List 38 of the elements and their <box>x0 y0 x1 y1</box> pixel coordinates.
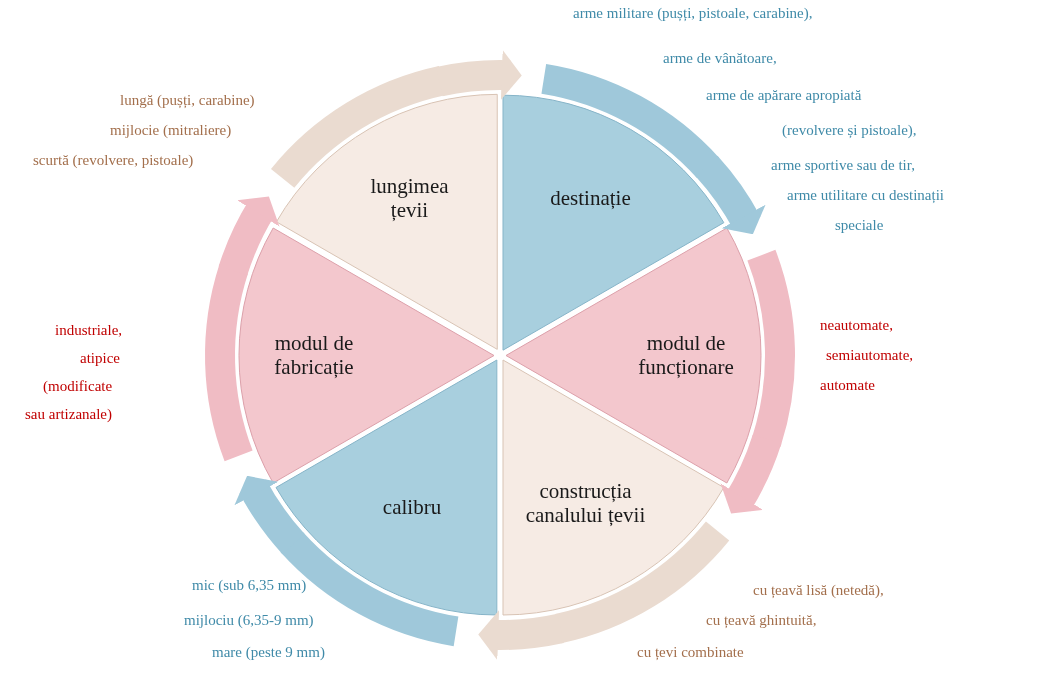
list-text: arme de apărare apropiată <box>706 86 862 104</box>
list-text: arme sportive sau de tir, <box>771 156 915 174</box>
list-text: lungă (pușți, carabine) <box>120 91 255 109</box>
pie-sector <box>506 227 795 483</box>
list-text: arme militare (pușți, pistoale, carabine), <box>573 4 813 22</box>
curved-arrow <box>235 476 305 554</box>
sector-label: calibru <box>381 495 443 520</box>
curved-arrow <box>218 196 281 276</box>
sector-label: destinație <box>549 186 632 211</box>
curved-arrow <box>719 434 782 514</box>
list-text: atipice <box>80 349 120 367</box>
list-text: arme de vânătoare, <box>663 49 777 67</box>
pie-sector <box>205 227 494 483</box>
sector-label: modul de funcționare <box>637 330 735 380</box>
list-text: (revolvere și pistoale), <box>782 121 917 139</box>
list-text: mic (sub 6,35 mm) <box>192 576 307 594</box>
list-text: industriale, <box>55 321 123 339</box>
sector-label: construcția canalului țevii <box>525 478 646 528</box>
curved-arrow <box>695 156 765 234</box>
list-text: speciale <box>835 216 884 234</box>
sector-label: modul de fabricație <box>273 330 355 380</box>
list-text: mijlociu (6,35-9 mm) <box>184 611 314 629</box>
list-text: scurtă (revolvere, pistoale) <box>33 151 194 169</box>
list-text: (modificate <box>43 377 113 395</box>
list-text: arme utilitare cu destinații <box>787 186 945 204</box>
list-text: automate <box>820 376 875 394</box>
list-text: cu țeavă ghintuită, <box>706 611 817 629</box>
sector-label: lungimea țevii <box>369 174 450 223</box>
list-text: mare (peste 9 mm) <box>212 643 325 661</box>
list-text: mijlocie (mitraliere) <box>110 121 232 139</box>
list-text: sau artizanale) <box>25 405 113 423</box>
list-text: cu țeavă lisă (netedă), <box>753 581 884 599</box>
list-text: neautomate, <box>820 316 893 334</box>
list-text: cu țevi combinate <box>637 643 744 661</box>
pie-sector <box>270 66 497 350</box>
list-text: semiautomate, <box>826 346 914 364</box>
curved-arrow <box>478 609 564 660</box>
curved-arrow <box>436 50 522 101</box>
